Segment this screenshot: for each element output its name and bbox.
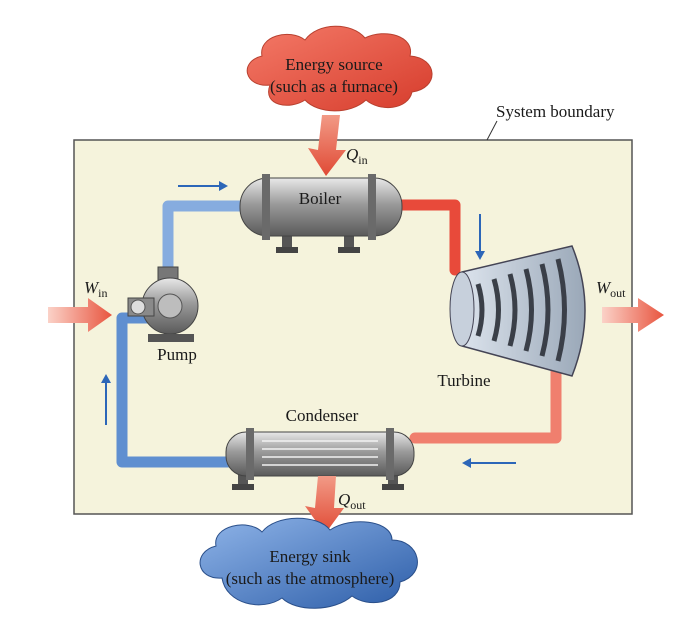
q-out-subscript: out: [350, 498, 366, 512]
w-in-subscript: in: [98, 286, 107, 300]
turbine: Turbine: [437, 245, 586, 390]
energy-sink-cloud: Energy sink (such as the atmosphere): [199, 517, 418, 609]
energy-source-label-line2: (such as a furnace): [270, 77, 398, 96]
q-out-label: Qout: [338, 490, 366, 512]
pipe-turbine-to-condenser: [409, 364, 562, 444]
w-in-label: Win: [84, 278, 108, 300]
flow-arrow-top: [178, 181, 228, 191]
pipe-pump-to-boiler: [162, 200, 246, 278]
q-in-arrow: [308, 115, 346, 176]
q-out-arrow: [305, 476, 344, 534]
boundary-leader-line: [486, 120, 498, 141]
pump: Pump: [127, 266, 199, 364]
q-in-symbol: Q: [346, 145, 358, 164]
pipe-condenser-to-pump: [116, 312, 234, 468]
turbine-blades: [475, 258, 567, 362]
energy-sink-label-line1: Energy sink: [269, 547, 351, 566]
pump-label: Pump: [157, 345, 197, 364]
boiler-label: Boiler: [299, 189, 342, 208]
q-in-subscript: in: [358, 153, 367, 167]
condenser-label: Condenser: [286, 406, 359, 425]
energy-source-cloud: Energy source (such as a furnace): [246, 25, 433, 112]
q-in-label: Qin: [346, 145, 368, 167]
condenser-tubes: [262, 440, 378, 466]
pipes: [116, 199, 562, 468]
q-out-symbol: Q: [338, 490, 350, 509]
boiler: Boiler: [239, 174, 403, 253]
w-in-symbol: W: [84, 278, 100, 297]
w-out-label: Wout: [596, 278, 626, 300]
flow-arrows: [101, 181, 516, 468]
energy-source-label-line1: Energy source: [285, 55, 382, 74]
pipe-boiler-to-turbine: [394, 199, 461, 276]
flow-arrow-bottom: [462, 458, 516, 468]
flow-arrow-right: [475, 214, 485, 260]
turbine-label: Turbine: [437, 371, 490, 390]
boundary-label: System boundary: [496, 102, 615, 121]
w-out-arrow: [602, 298, 664, 332]
flow-arrow-left: [101, 374, 111, 425]
w-out-subscript: out: [610, 286, 626, 300]
energy-sink-label-line2: (such as the atmosphere): [226, 569, 395, 588]
w-in-arrow: [48, 298, 112, 332]
condenser: Condenser: [225, 406, 415, 490]
w-out-symbol: W: [596, 278, 612, 297]
